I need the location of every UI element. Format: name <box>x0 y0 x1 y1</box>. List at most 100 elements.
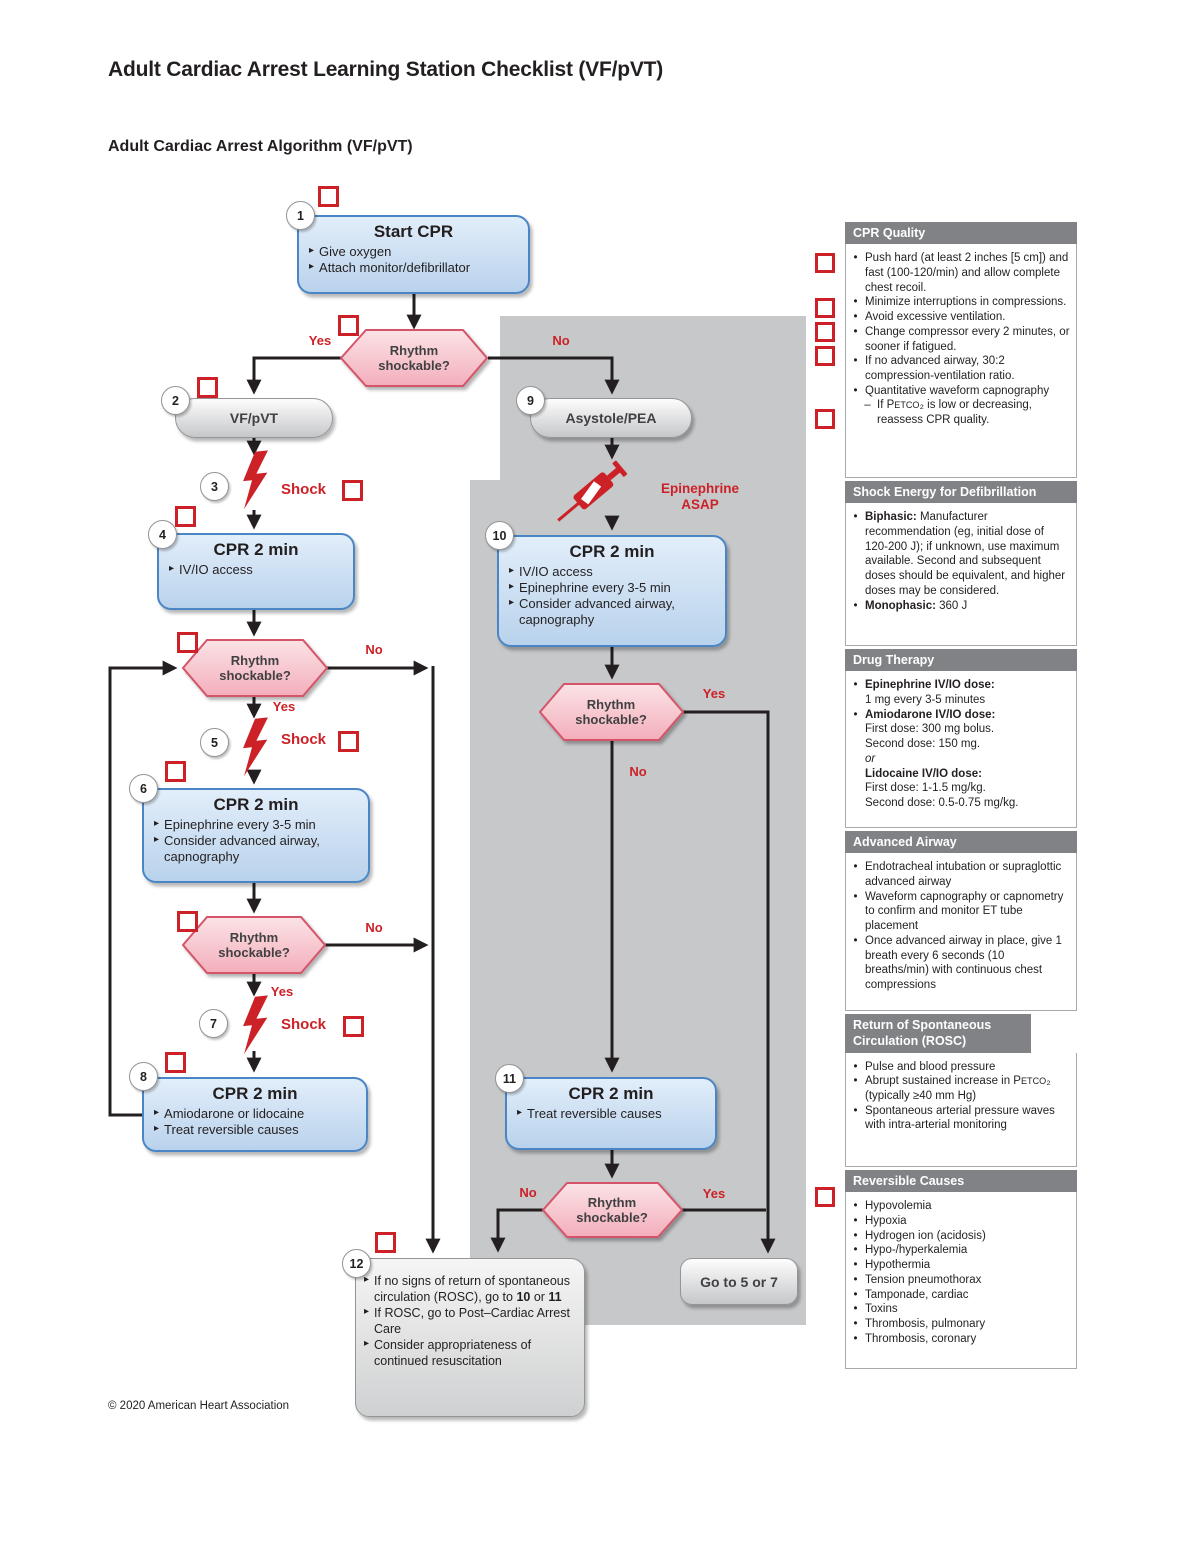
flow-arrows <box>108 294 776 1254</box>
label-yes-3: Yes <box>270 984 294 999</box>
list-item: ▸IV/IO access <box>509 564 593 579</box>
checkbox-reversible-causes[interactable] <box>815 1187 835 1207</box>
list-item: •Hypothermia <box>853 1259 931 1272</box>
list-item: •Change compressor every 2 minutes, or s… <box>853 325 1070 353</box>
sidebar-section-shock-energy: Shock Energy for Defibrillation •Biphasi… <box>845 481 1077 647</box>
checkbox-cpr-quality-2[interactable] <box>815 298 835 318</box>
sidebar-section-advanced-airway: Advanced Airway •Endotracheal intubation… <box>845 831 1077 1012</box>
list-item: •Thrombosis, coronary <box>853 1332 977 1345</box>
list-item: •Endotracheal intubation or supraglottic… <box>853 861 1062 888</box>
list-item: ▸Give oxygen <box>309 244 392 259</box>
list-item: •Hypovolemia <box>853 1200 932 1213</box>
checkbox-cpr-quality-4[interactable] <box>815 346 835 366</box>
list-item: •Toxins <box>853 1303 898 1316</box>
list-item: ▸Consider advanced airway, capnography <box>154 833 320 865</box>
list-item: ▸If ROSC, go to Post–Cardiac Arrest Care <box>364 1306 570 1336</box>
list-item: ▸IV/IO access <box>169 562 253 577</box>
rosc-outcome-box-12: ▸If no signs of return of spontaneous ci… <box>355 1258 585 1417</box>
label-no-2: No <box>365 642 383 657</box>
box-label: Asystole/PEA <box>565 410 657 426</box>
checkbox-step-2[interactable] <box>197 377 218 398</box>
section-body: •Endotracheal intubation or supraglottic… <box>845 853 1077 1012</box>
box-bullets: ▸Amiodarone or lidocaine▸Treat reversibl… <box>144 1106 366 1138</box>
section-header: Drug Therapy <box>845 649 1077 672</box>
checkbox-step-4[interactable] <box>175 506 196 527</box>
checkbox-step-12[interactable] <box>375 1232 396 1253</box>
algorithm-title: Adult Cardiac Arrest Algorithm (VF/pVT) <box>108 138 413 155</box>
vf-pvt-box: VF/pVT <box>175 398 333 438</box>
list-item: ▸Epinephrine every 3-5 min <box>154 817 316 832</box>
checkbox-shock-7[interactable] <box>343 1016 364 1037</box>
list-item: •Once advanced airway in place, give 1 b… <box>853 934 1062 991</box>
rhythm-shockable-label-2: Rhythm shockable? <box>219 653 291 684</box>
asystole-branch-panel <box>500 316 806 1325</box>
box-bullets: ▸Epinephrine every 3-5 min▸Consider adva… <box>144 817 368 865</box>
label-yes-5: Yes <box>702 1186 726 1201</box>
syringe-icon <box>557 460 628 522</box>
checkbox-step-1[interactable] <box>318 186 339 207</box>
checkbox-step-8[interactable] <box>165 1052 186 1073</box>
list-item: •Amiodarone IV/IO dose:First dose: 300 m… <box>853 708 1019 809</box>
list-item: •Minimize interruptions in compressions. <box>853 296 1067 309</box>
step-number-12: 12 <box>342 1249 371 1278</box>
list-item: •Avoid excessive ventilation. <box>853 311 1006 324</box>
step-number-11: 11 <box>495 1064 524 1093</box>
checkbox-rhythm-3[interactable] <box>177 911 198 932</box>
box-bullets: ▸Give oxygen▸Attach monitor/defibrillato… <box>299 244 528 276</box>
list-item: ▸Treat reversible causes <box>517 1106 662 1121</box>
list-item: •Abrupt sustained increase in PETCO₂ (ty… <box>853 1075 1051 1102</box>
list-item: •Quantitative waveform capnography <box>853 384 1050 397</box>
section-header: Reversible Causes <box>845 1170 1077 1193</box>
list-item: •Tension pneumothorax <box>853 1273 982 1286</box>
box-bullets: ▸Treat reversible causes <box>507 1106 715 1122</box>
label-no-4: No <box>629 764 647 779</box>
list-item: •Biphasic: Manufacturer recommendation (… <box>853 511 1066 597</box>
cpr-2min-box-10: CPR 2 min ▸IV/IO access▸Epinephrine ever… <box>497 535 727 647</box>
list-item: •Tamponade, cardiac <box>853 1288 969 1301</box>
list-item: •If no advanced airway, 30:2 compression… <box>853 355 1015 382</box>
step-number-9: 9 <box>516 386 545 415</box>
label-yes-4: Yes <box>702 686 726 701</box>
section-header: CPR Quality <box>845 222 1077 245</box>
checkbox-shock-5[interactable] <box>338 731 359 752</box>
rhythm-shockable-label-5: Rhythm shockable? <box>576 1195 648 1226</box>
label-yes-1: Yes <box>308 333 332 348</box>
step-number-5: 5 <box>200 728 229 757</box>
step-number-10: 10 <box>485 521 514 550</box>
box-title: Start CPR <box>373 222 454 241</box>
section-body: •Hypovolemia•Hypoxia•Hydrogen ion (acido… <box>845 1192 1077 1370</box>
list-item: ▸If no signs of return of spontaneous ci… <box>364 1274 570 1304</box>
list-item: •Epinephrine IV/IO dose:1 mg every 3-5 m… <box>853 679 995 706</box>
box-bullets: ▸If no signs of return of spontaneous ci… <box>364 1273 576 1369</box>
checkbox-cpr-quality-1[interactable] <box>815 253 835 273</box>
list-item: •Waveform capnography or capnometry to c… <box>853 890 1064 933</box>
checkbox-step-6[interactable] <box>165 761 186 782</box>
checkbox-cpr-quality-5[interactable] <box>815 409 835 429</box>
box-bullets: ▸IV/IO access <box>159 562 353 578</box>
cpr-2min-box-4: CPR 2 min ▸IV/IO access <box>157 533 355 610</box>
section-body: •Pulse and blood pressure•Abrupt sustain… <box>845 1052 1077 1167</box>
list-item: ▸Epinephrine every 3-5 min <box>509 580 671 596</box>
sidebar-section-cpr-quality: CPR Quality •Push hard (at least 2 inche… <box>845 222 1077 479</box>
checkbox-cpr-quality-3[interactable] <box>815 322 835 342</box>
step-number-3: 3 <box>200 472 229 501</box>
list-item: ▸Amiodarone or lidocaine <box>154 1106 305 1121</box>
step-number-1: 1 <box>286 201 315 230</box>
list-item: •Push hard (at least 2 inches [5 cm]) an… <box>853 252 1069 294</box>
checkbox-rhythm-1[interactable] <box>338 315 359 336</box>
list-item: •Hypoxia <box>853 1214 907 1227</box>
checkbox-shock-3[interactable] <box>342 480 363 501</box>
box-title: CPR 2 min <box>213 795 299 814</box>
cpr-2min-box-11: CPR 2 min ▸Treat reversible causes <box>505 1077 717 1150</box>
checkbox-rhythm-2[interactable] <box>177 632 198 653</box>
asystole-branch-panel-extension <box>470 480 500 1325</box>
box-title: CPR 2 min <box>212 1084 298 1103</box>
box-title: CPR 2 min <box>568 1084 654 1103</box>
section-body: •Biphasic: Manufacturer recommendation (… <box>845 503 1077 647</box>
label-epinephrine-asap: Epinephrine ASAP <box>660 481 739 513</box>
label-shock-7: Shock <box>281 1016 327 1033</box>
list-item: •Hypo-/hyperkalemia <box>853 1244 968 1257</box>
sidebar-section-rosc: Return of Spontaneous Circulation (ROSC)… <box>845 1014 1077 1167</box>
